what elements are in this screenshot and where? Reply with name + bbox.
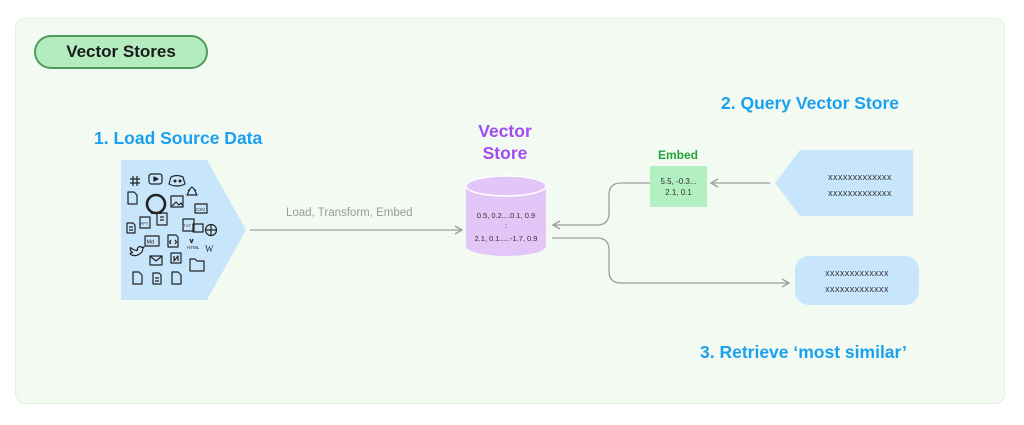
svg-text:TXT: TXT — [184, 223, 192, 228]
vector-row-2: 2.1, 0.1.....-1.7, 0.9 — [474, 234, 538, 243]
embed-box: 5.5, -0.3... 2.1, 0.1 — [650, 166, 707, 207]
discord-icon — [168, 174, 186, 187]
youtube-icon — [148, 173, 163, 185]
file-icon — [132, 271, 143, 285]
json-icon — [156, 212, 168, 226]
markdown-icon: Md — [144, 235, 160, 247]
folder-icon — [189, 258, 205, 272]
query-text: xxxxxxxxxxxxx xxxxxxxxxxxxx — [797, 169, 923, 201]
step-load-label: 1. Load Source Data — [94, 128, 263, 148]
notion-icon — [170, 252, 182, 264]
ppt-icon: PPT — [139, 216, 151, 229]
title-badge: Vector Stores — [34, 35, 208, 69]
svg-text:CSV: CSV — [196, 207, 205, 212]
svg-text:HTML: HTML — [187, 245, 200, 250]
svg-text:PPT: PPT — [141, 221, 149, 226]
embed-line-1: 5.5, -0.3... — [660, 176, 697, 186]
arxiv-icon — [186, 186, 198, 196]
result-line-1: xxxxxxxxxxxxx — [825, 267, 889, 278]
store-to-result-arrow — [552, 237, 791, 288]
vector-store-title: Vector Store — [478, 121, 532, 163]
twitter-icon — [129, 245, 145, 257]
pptx-icon: TXT — [182, 218, 195, 232]
web-icon — [204, 223, 218, 237]
vector-store-cylinder — [465, 175, 547, 256]
svg-text:Md: Md — [147, 240, 155, 246]
wikipedia-icon: W — [205, 244, 214, 254]
doc-icon — [152, 272, 162, 285]
vector-row-1: 0.5, 0.2....0.1, 0.9 — [476, 211, 536, 220]
email-icon — [149, 255, 163, 266]
load-arrow-label: Load, Transform, Embed — [286, 207, 413, 219]
query-line-2: xxxxxxxxxxxxx — [828, 188, 892, 198]
vector-row-dots: : — [504, 221, 508, 230]
query-shape — [775, 150, 913, 216]
image-icon — [170, 195, 184, 208]
query-line-1: xxxxxxxxxxxxx — [828, 172, 892, 182]
embed-to-store-arrow — [551, 182, 650, 230]
embed-line-2: 2.1, 0.1 — [665, 187, 692, 197]
step-query-label: 2. Query Vector Store — [721, 93, 899, 113]
result-box: xxxxxxxxxxxxx xxxxxxxxxxxxx — [795, 256, 919, 305]
embed-label: Embed — [657, 148, 698, 162]
slack-icon — [130, 176, 140, 186]
svg-text:W: W — [205, 244, 214, 254]
result-line-2: xxxxxxxxxxxxx — [825, 283, 889, 294]
file-icon — [127, 191, 138, 205]
csv-icon: CSV — [194, 203, 208, 214]
txt-icon — [192, 223, 204, 233]
file-icon — [171, 271, 182, 285]
code-icon — [167, 234, 179, 248]
document-icon — [126, 222, 136, 234]
step-retrieve-label: 3. Retrieve ‘most similar’ — [700, 342, 907, 362]
html-icon: HTML — [187, 238, 200, 250]
